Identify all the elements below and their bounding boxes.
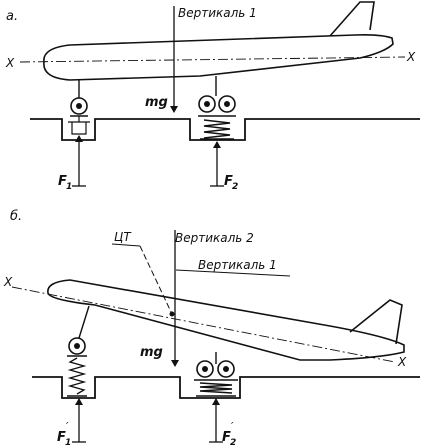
main-spring-b bbox=[199, 382, 233, 394]
cg-label: ЦТ bbox=[114, 230, 132, 244]
axis-x-a-left-label: X bbox=[5, 56, 15, 70]
weight-label-a: mg bbox=[145, 95, 168, 110]
axis-x-a-right-label: X bbox=[406, 50, 416, 64]
aircraft-a-tail bbox=[329, 1, 375, 37]
vertical-1-b-label: Вертикаль 1 bbox=[198, 258, 277, 272]
main-gear-b bbox=[194, 352, 238, 397]
aircraft-b-fuselage bbox=[47, 279, 405, 361]
panel-b-label: б. bbox=[10, 209, 22, 224]
force-f1-label: F bbox=[58, 174, 67, 189]
panel-b: б. X X ЦТ Вертикаль 2 Вертикаль 1 mg bbox=[3, 209, 420, 448]
force-f1-sub: 1 bbox=[66, 182, 72, 192]
force-f1-prime-mark: ′ bbox=[66, 420, 69, 433]
panel-a-label: a. bbox=[6, 9, 18, 24]
force-f2-prime-sub: 2 bbox=[230, 438, 236, 448]
cg-point bbox=[169, 311, 175, 317]
vertical-1-a-label: Вертикаль 1 bbox=[178, 6, 257, 20]
cg-leader bbox=[111, 243, 141, 247]
vertical-2-line bbox=[139, 245, 173, 315]
panel-a: a. X X Вертикаль 1 mg bbox=[5, 1, 420, 192]
nose-gear-b bbox=[67, 305, 90, 397]
axis-x-b-right-label: X bbox=[397, 355, 407, 369]
aircraft-a-fuselage bbox=[43, 34, 394, 81]
force-f2-prime-mark: ′ bbox=[231, 420, 234, 433]
main-gear-a bbox=[198, 76, 236, 140]
force-f2-prime-label: F bbox=[222, 430, 231, 445]
ground-a bbox=[30, 118, 420, 141]
axis-x-b bbox=[11, 286, 396, 363]
vertical-1-b-leader bbox=[175, 269, 291, 277]
ground-b bbox=[32, 376, 420, 399]
force-f2-label: F bbox=[224, 174, 233, 189]
axis-x-a bbox=[19, 56, 406, 63]
force-f2-sub: 2 bbox=[232, 182, 238, 192]
nose-spring-b bbox=[67, 357, 87, 395]
main-spring-a bbox=[203, 119, 231, 139]
force-f1-prime-label: F bbox=[57, 430, 66, 445]
axis-x-b-left-label: X bbox=[3, 275, 13, 289]
aircraft-b-tail bbox=[349, 299, 403, 345]
force-f1-prime-sub: 1 bbox=[65, 438, 71, 448]
vertical-2-label: Вертикаль 2 bbox=[175, 231, 254, 245]
weight-label-b: mg bbox=[140, 345, 163, 360]
nose-gear-a bbox=[68, 80, 90, 135]
